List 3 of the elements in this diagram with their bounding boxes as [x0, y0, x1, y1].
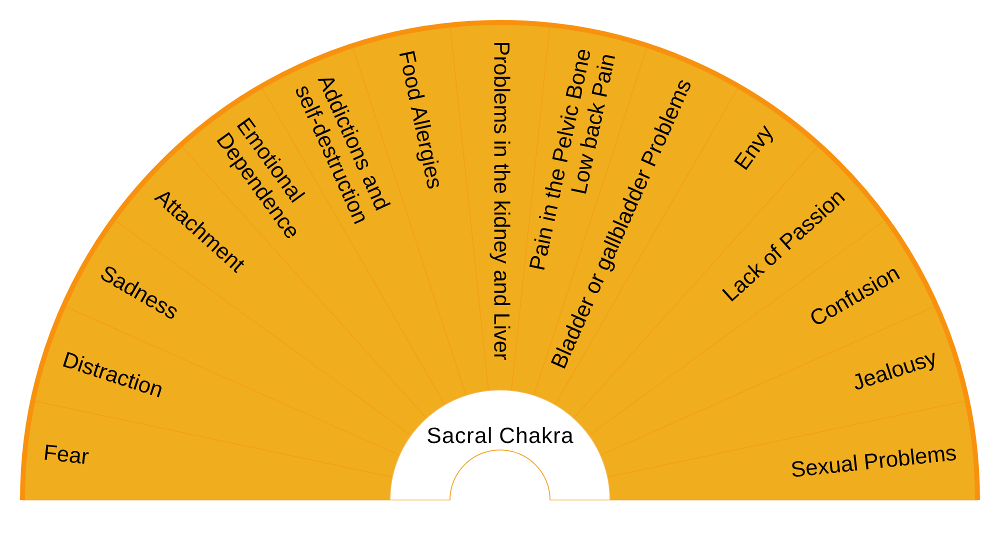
- fan-sector: Sexual Problems: [607, 400, 978, 500]
- center-semicircle: Sacral Chakra: [390, 390, 610, 500]
- fan-sector: Fear: [22, 400, 393, 500]
